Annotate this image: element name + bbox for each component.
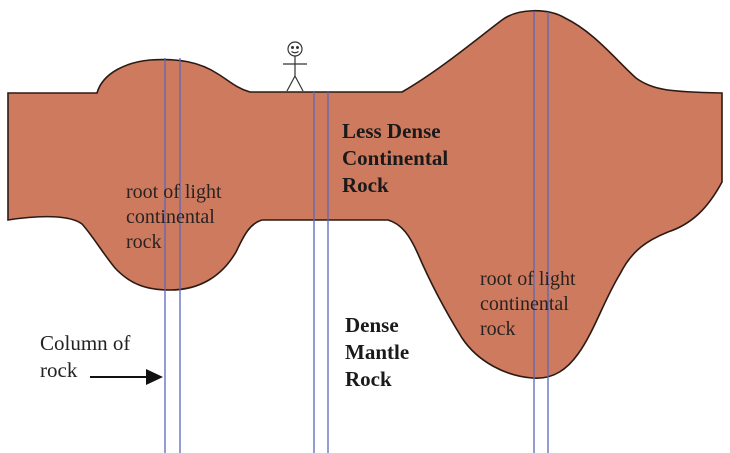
column-label: Column of rock bbox=[40, 330, 130, 385]
right-root-label: root of light continental rock bbox=[480, 267, 576, 342]
mantle-label: Dense Mantle Rock bbox=[345, 312, 409, 393]
left-root-label-line: root of light bbox=[126, 181, 222, 203]
right-arrow-icon bbox=[90, 369, 163, 385]
mantle-label-line: Mantle bbox=[345, 339, 410, 364]
left-root-label: root of light continental rock bbox=[126, 180, 222, 255]
right-root-label-line: continental bbox=[480, 293, 569, 315]
right-root-label-line: root of light bbox=[480, 268, 576, 290]
right-root-label-line: rock bbox=[480, 318, 516, 340]
rock-columns bbox=[164, 12, 549, 453]
crust-label-line: Less Dense bbox=[342, 119, 441, 143]
left-root-label-line: rock bbox=[126, 231, 162, 253]
crust-label-line: Continental bbox=[342, 145, 449, 170]
crust-label: Less Dense Continental Rock bbox=[342, 118, 448, 199]
left-root-label-line: continental bbox=[126, 206, 215, 228]
column-label-line: Column of bbox=[40, 331, 131, 355]
mantle-label-line: Dense bbox=[345, 313, 399, 337]
mantle-label-line: Rock bbox=[345, 366, 392, 391]
crust-label-line: Rock bbox=[342, 172, 389, 197]
column-label-line: rock bbox=[40, 358, 78, 383]
stick-figure-icon bbox=[283, 41, 307, 92]
continental-crust-shape bbox=[7, 9, 723, 379]
